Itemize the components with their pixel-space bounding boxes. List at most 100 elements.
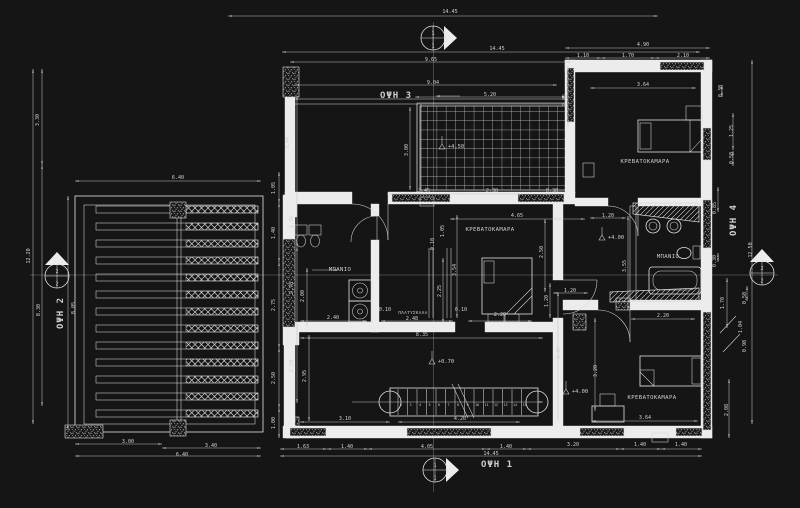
dimension-label: 4.65: [511, 213, 523, 219]
dimension-label: 2.45: [418, 188, 430, 194]
marker-number: 2: [55, 282, 58, 288]
section-axis-lines: [30, 22, 778, 492]
wall-segment: [562, 299, 599, 311]
wall-window-stipple: [282, 66, 300, 98]
view-label: ΟΨΗ 3: [380, 91, 412, 101]
dimension-label: 2.20: [657, 313, 669, 319]
pergola-column: [169, 201, 187, 219]
wall-window-stipple: [572, 313, 587, 331]
level-marker: +4.00: [562, 381, 588, 395]
elevation-marker: 11: [420, 25, 457, 51]
dimension-label: 0.98: [742, 340, 748, 352]
pergola-slat-hatch: [185, 273, 259, 282]
dimension-label: 1.63: [297, 444, 309, 450]
wall-window-stipple: [659, 61, 705, 71]
wc-cistern: [308, 224, 322, 236]
dimension-label: 1.75: [289, 216, 295, 228]
pergola-slat-hatch: [185, 222, 259, 231]
elevation-marker: 22: [44, 252, 70, 289]
dimension-label: 6.40: [176, 452, 188, 458]
pergola-slat-hatch: [185, 358, 259, 367]
view-label: ΟΨΗ 4: [729, 204, 739, 236]
dimension-label: 3.40: [205, 443, 217, 449]
dimension-label: 3.20: [567, 442, 579, 448]
dimension-label: 1.40: [341, 444, 353, 450]
dimension-label: 8.30: [36, 304, 42, 316]
dimension-label: 2.48: [406, 316, 418, 322]
stair-break-line: [451, 383, 469, 419]
dimension-label: 3.00: [404, 144, 410, 156]
dimension-label: 0.50: [742, 292, 748, 304]
dimension-label: 0.30: [712, 255, 718, 267]
wall-window-stipple: [675, 427, 703, 437]
level-triangle-icon: [562, 388, 570, 395]
dimension-lines: [32, 15, 753, 457]
marker-number: 1: [433, 476, 436, 482]
dimension-label: 1.40: [675, 442, 687, 448]
wall-segment: [370, 321, 456, 333]
dimension-label: 12.20: [26, 248, 32, 263]
stair-tread-number: 14: [513, 403, 517, 407]
door-swing-arc: [607, 205, 639, 237]
dimension-label: 3.54: [452, 264, 458, 276]
marker-number: 1: [431, 44, 434, 50]
marker-flag-icon: [446, 458, 459, 482]
sink-basin: [645, 218, 661, 234]
dimension-label: 2.50: [539, 246, 545, 258]
dimension-label: 6.40: [172, 175, 184, 181]
dimension-label: 1.70: [622, 53, 634, 59]
stair-tread-number: 6: [438, 403, 440, 407]
level-label: +4.00: [572, 389, 588, 395]
opening-tag-box: [419, 196, 435, 207]
dimension-label: 1.10: [577, 53, 589, 59]
pergola-slat-hatch: [185, 392, 259, 401]
nightstand: [685, 105, 703, 121]
dimension-label: 14.45: [442, 9, 457, 15]
level-triangle-icon: [598, 234, 606, 241]
wall-segment: [284, 191, 353, 205]
dimension-label: 0.30: [546, 188, 558, 194]
marker-number: 1: [431, 31, 434, 37]
dimension-label: 9.04: [427, 80, 439, 86]
dimension-label: 0.30: [718, 85, 724, 97]
stair-tread-number: 13: [503, 403, 507, 407]
wall-segment: [284, 321, 372, 333]
wall-window-stipple: [517, 193, 565, 203]
dimension-label: 2.00: [300, 290, 306, 302]
dimension-label: 4.45: [556, 347, 562, 359]
level-marker: +4.00: [598, 227, 624, 241]
pergola-slat-hatch: [185, 324, 259, 333]
dimension-label: 1.70: [720, 297, 726, 309]
pergola-column: [64, 424, 104, 439]
pillow: [483, 260, 495, 284]
level-label: +0.70: [438, 359, 454, 365]
wall-window-stipple: [702, 311, 712, 431]
pergola-slat-hatch: [185, 239, 259, 248]
wall-window-stipple: [579, 427, 625, 437]
dimension-label: 3.30: [35, 114, 41, 126]
wall-window-stipple: [289, 427, 327, 437]
dimension-label: 2.59: [289, 360, 295, 372]
wall-window-stipple: [702, 127, 712, 161]
dimension-label: 3.64: [637, 82, 649, 88]
wall-window-stipple: [702, 199, 712, 249]
marker-flag-icon: [45, 252, 69, 265]
dimension-label: 2.75: [271, 299, 277, 311]
bed-fold: [689, 138, 703, 153]
stair-tread-number: 12: [494, 403, 498, 407]
bed-corner: [639, 369, 655, 387]
dimension-label: 9.65: [425, 57, 437, 63]
dimension-label: 0.10: [430, 238, 436, 250]
wall-window-stipple: [391, 193, 451, 203]
elevation-marker: 22: [749, 249, 775, 286]
dimension-label: 1.25: [729, 125, 735, 137]
wall-segment: [282, 425, 713, 439]
opening-tag-box: [582, 162, 595, 178]
room-label: ΚΡΕΒΑΤΟΚΑΜΑΡΑ: [466, 227, 515, 233]
dimension-label: 14.45: [483, 451, 498, 457]
wall-segment: [552, 191, 564, 281]
dimension-label: 2.95: [302, 370, 308, 382]
